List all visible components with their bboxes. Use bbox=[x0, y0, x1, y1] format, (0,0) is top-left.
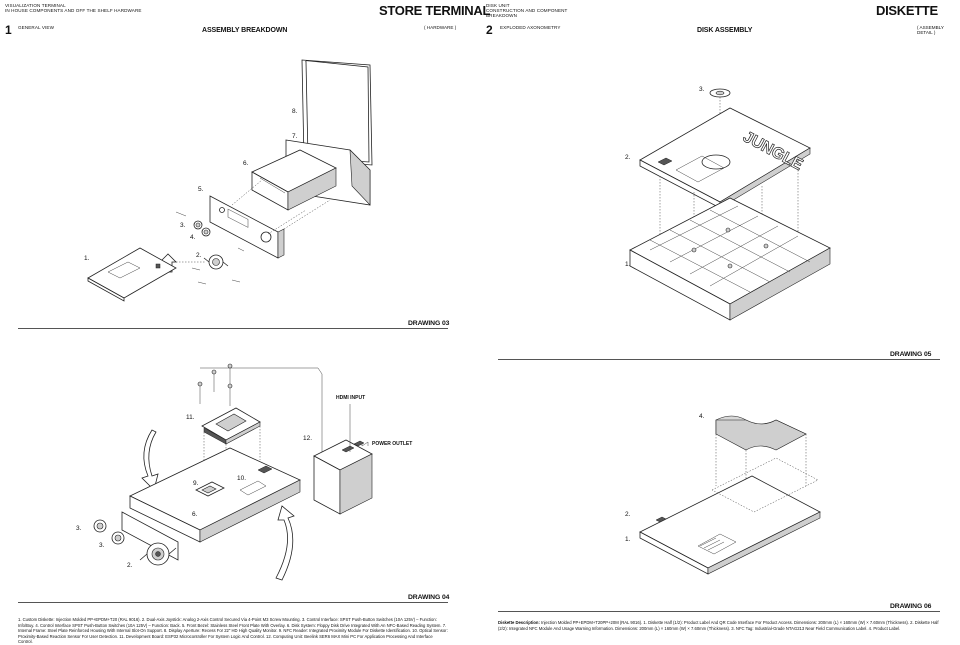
power-outlet-label: POWER OUTLET bbox=[372, 441, 413, 447]
callout-3: 3. bbox=[76, 525, 82, 532]
section-tag: ( ASSEMBLY DETAIL ) bbox=[917, 25, 944, 35]
callout-7: 7. bbox=[292, 133, 298, 140]
section-small-label: GENERAL VIEW bbox=[18, 25, 55, 30]
divider-d03 bbox=[18, 328, 448, 329]
callout-2: 2. bbox=[625, 511, 631, 518]
page-title-store-terminal: STORE TERMINAL bbox=[379, 3, 491, 18]
callout-2: 2. bbox=[625, 154, 631, 161]
callout-1: 1. bbox=[84, 255, 90, 262]
section-title: DISK ASSEMBLY bbox=[697, 27, 753, 34]
divider-d04 bbox=[18, 602, 448, 603]
drawing-05-illustration: JUNGLE bbox=[629, 88, 831, 321]
display-frame bbox=[301, 59, 373, 166]
diskette bbox=[87, 247, 177, 299]
callout-2: 2. bbox=[196, 252, 202, 259]
drawing-03-label: DRAWING 03 bbox=[408, 320, 450, 327]
drawing-04-illustration bbox=[93, 363, 373, 581]
drawing-06-label: DRAWING 06 bbox=[890, 603, 932, 610]
meta-line: CONSTRUCTION AND COMPONENT bbox=[486, 8, 568, 14]
caption-right: Diskette Description: Injection Molded P… bbox=[498, 620, 940, 631]
divider-d05 bbox=[498, 359, 940, 360]
divider-d06 bbox=[498, 611, 940, 612]
section-title: ASSEMBLY BREAKDOWN bbox=[202, 27, 288, 34]
rotate-arrow-left bbox=[141, 429, 159, 491]
section-tag: ( HARDWARE ) bbox=[424, 25, 457, 30]
diskette-body bbox=[639, 475, 821, 569]
callout-2: 2. bbox=[127, 562, 133, 569]
meta-line: VISUALIZATION TERMINAL bbox=[5, 3, 66, 8]
caption-right-body: Injection Molded PP+EPDM+T20PP+20M (RAL … bbox=[498, 620, 939, 631]
diskette-bottom-half bbox=[629, 197, 831, 305]
callout-10: 10. bbox=[237, 475, 247, 482]
optical-sensor bbox=[257, 465, 273, 474]
callout-11: 11. bbox=[186, 414, 195, 421]
header-left-meta: VISUALIZATION TERMINAL IN HOUSE COMPONEN… bbox=[5, 3, 142, 13]
callout-3: 3. bbox=[180, 222, 186, 229]
callout-1: 1. bbox=[625, 261, 631, 268]
callout-5: 5. bbox=[198, 186, 204, 193]
rotate-arrow-right bbox=[275, 505, 295, 581]
section-small-label: EXPLODED AXONOMETRY bbox=[500, 25, 561, 30]
section-number: 2 bbox=[486, 23, 493, 37]
meta-line: BREAKDOWN bbox=[486, 13, 518, 19]
drawing-05-label: DRAWING 05 bbox=[890, 351, 932, 358]
page-title-diskette: DISKETTE bbox=[876, 3, 938, 18]
hdmi-input-label: HDMI INPUT bbox=[336, 395, 366, 401]
callout-4: 4. bbox=[699, 413, 705, 420]
callout-8: 8. bbox=[292, 108, 298, 115]
callout-12: 12. bbox=[303, 435, 313, 442]
callout-3b: 3. bbox=[99, 542, 105, 549]
caption-right-title: Diskette Description: bbox=[498, 620, 540, 625]
callout-1: 1. bbox=[625, 536, 631, 543]
drawing-06-illustration bbox=[639, 415, 821, 575]
front-bezel bbox=[209, 195, 279, 259]
callout-4: 4. bbox=[190, 234, 196, 241]
drawing-04-label: DRAWING 04 bbox=[408, 594, 450, 601]
meta-line: IN HOUSE COMPONENTS AND OFF THE SHELF HA… bbox=[5, 8, 142, 14]
section-number: 1 bbox=[5, 23, 12, 37]
callout-3: 3. bbox=[699, 86, 705, 93]
callout-9: 9. bbox=[193, 480, 199, 487]
callout-6: 6. bbox=[192, 511, 198, 518]
meta-line: DISK UNIT bbox=[486, 3, 510, 8]
drawing-03-illustration bbox=[87, 59, 373, 302]
header-right-meta: DISK UNIT CONSTRUCTION AND COMPONENT BRE… bbox=[486, 3, 567, 19]
caption-left: 1. Custom Diskette: Injection Molded PP+… bbox=[18, 617, 448, 645]
callout-6: 6. bbox=[243, 160, 249, 167]
